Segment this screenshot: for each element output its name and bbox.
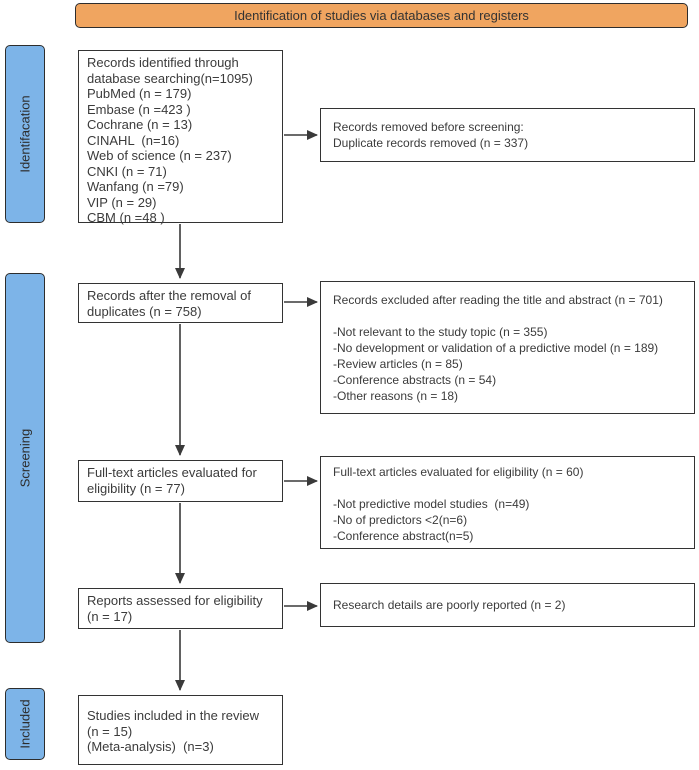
box-poorly-reported: Research details are poorly reported (n … — [320, 583, 695, 627]
box-records-removed-before-screening: Records removed before screening: Duplic… — [320, 108, 695, 162]
box-records-excluded-title-abstract: Records excluded after reading the title… — [320, 281, 695, 414]
stage-screening-label: Screening — [17, 428, 33, 488]
stage-identification-label: Identifacation — [17, 95, 33, 173]
banner-label: Identification of studies via databases … — [234, 8, 529, 23]
box-reports-assessed: Reports assessed for eligibility (n = 17… — [78, 588, 283, 629]
stage-included-label: Included — [17, 699, 33, 749]
box-records-after-duplicates: Records after the removal of duplicates … — [78, 283, 283, 323]
box-fulltext-excluded: Full-text articles evaluated for eligibi… — [320, 456, 695, 549]
banner-identification-of-studies: Identification of studies via databases … — [75, 3, 688, 28]
box-studies-included: Studies included in the review (n = 15) … — [78, 695, 283, 765]
stage-identification: Identifacation — [5, 45, 45, 223]
stage-included: Included — [5, 688, 45, 760]
stage-screening: Screening — [5, 273, 45, 643]
box-records-identified: Records identified through database sear… — [78, 50, 283, 225]
box-fulltext-evaluated: Full-text articles evaluated for eligibi… — [78, 460, 283, 502]
